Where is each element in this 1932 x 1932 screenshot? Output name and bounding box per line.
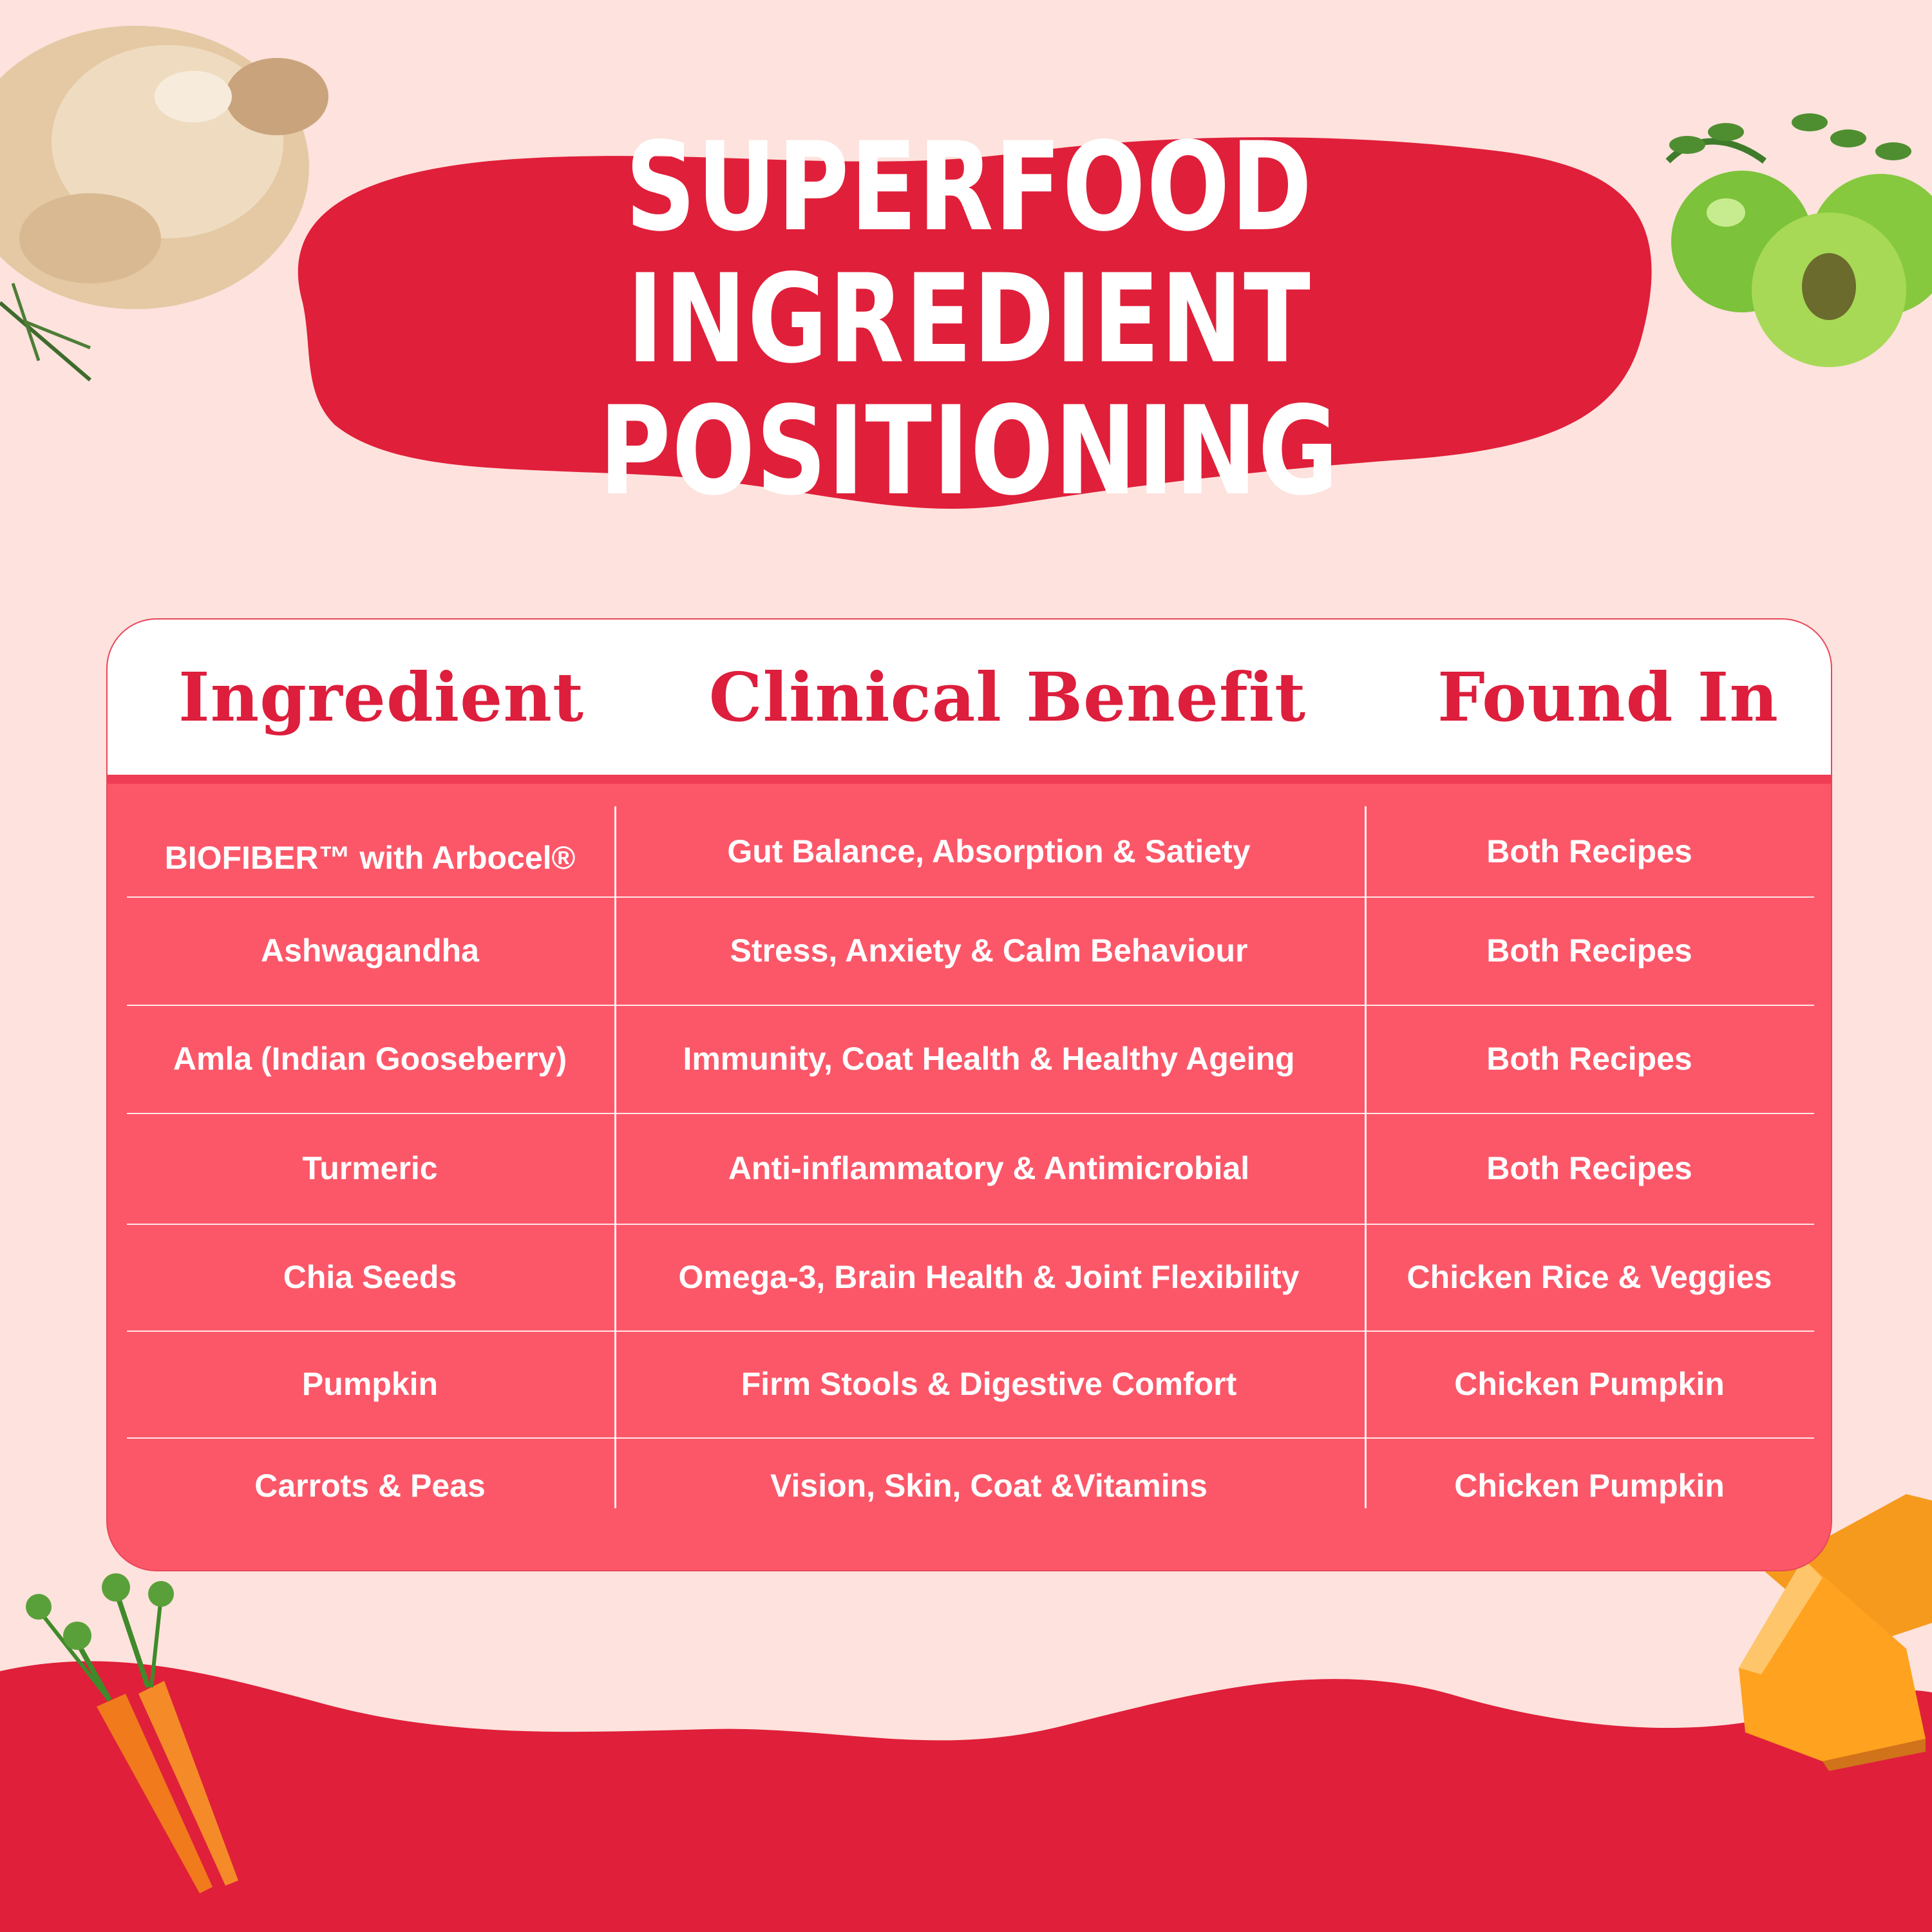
cell-benefit: Firm Stools & Digestive Comfort	[741, 1366, 1237, 1402]
cell-found-in: Chicken Pumpkin	[1454, 1468, 1725, 1504]
pumpkin-image	[1739, 1494, 1932, 1771]
table-body: BIOFIBER™ with Arbocel® Gut Balance, Abs…	[127, 806, 1814, 1508]
table-row: Chia Seeds Omega-3, Brain Health & Joint…	[127, 1224, 1814, 1332]
cell-ingredient: Pumpkin	[301, 1366, 439, 1402]
column-divider	[614, 806, 616, 1508]
cell-ingredient: Carrots & Peas	[254, 1468, 486, 1504]
column-divider	[1365, 806, 1367, 1508]
cell-found-in: Both Recipes	[1486, 1041, 1692, 1077]
column-header-clinical-benefit: Clinical Benefit	[708, 658, 1307, 737]
roast-chicken-image	[0, 26, 328, 382]
cell-found-in: Both Recipes	[1486, 1150, 1692, 1186]
cell-benefit: Immunity, Coat Health & Healthy Ageing	[683, 1041, 1295, 1077]
title-line-2: POSITIONING	[599, 379, 1340, 522]
cell-benefit: Vision, Skin, Coat &Vitamins	[770, 1468, 1208, 1504]
cell-benefit: Anti-inflammatory & Antimicrobial	[728, 1150, 1250, 1186]
table-row: Amla (Indian Gooseberry) Immunity, Coat …	[127, 1005, 1814, 1114]
cell-ingredient: Ashwagandha	[261, 933, 479, 969]
table-row: Carrots & Peas Vision, Skin, Coat &Vitam…	[127, 1437, 1814, 1534]
cell-benefit: Gut Balance, Absorption & Satiety	[727, 833, 1251, 869]
cell-found-in: Chicken Rice & Veggies	[1406, 1259, 1772, 1295]
column-header-found-in: Found In	[1437, 658, 1779, 737]
page-title: SUPERFOOD INGREDIENT POSITIONING	[421, 121, 1518, 517]
carrot-image	[26, 1573, 238, 1893]
table-row: Pumpkin Firm Stools & Digestive Comfort …	[127, 1331, 1814, 1439]
column-header-ingredient: Ingredient	[178, 658, 584, 737]
bottom-wave	[0, 1661, 1932, 1932]
cell-found-in: Chicken Pumpkin	[1454, 1366, 1725, 1402]
cell-benefit: Stress, Anxiety & Calm Behaviour	[730, 933, 1248, 969]
cell-ingredient: Amla (Indian Gooseberry)	[173, 1041, 567, 1077]
table-row: Turmeric Anti-inflammatory & Antimicrobi…	[127, 1113, 1814, 1225]
cell-benefit: Omega-3, Brain Health & Joint Flexibilit…	[678, 1259, 1300, 1295]
title-line-1: SUPERFOOD INGREDIENT	[625, 115, 1313, 390]
cell-found-in: Both Recipes	[1486, 833, 1692, 869]
cell-ingredient: BIOFIBER™ with Arbocel®	[164, 840, 576, 876]
title-banner: SUPERFOOD INGREDIENT POSITIONING	[283, 121, 1655, 522]
table-row: BIOFIBER™ with Arbocel® Gut Balance, Abs…	[127, 806, 1814, 898]
amla-gooseberry-image	[1665, 113, 1932, 367]
cell-ingredient: Chia Seeds	[283, 1259, 457, 1295]
cell-found-in: Both Recipes	[1486, 933, 1692, 969]
table-header: Ingredient Clinical Benefit Found In	[108, 620, 1831, 784]
ingredient-table: Ingredient Clinical Benefit Found In BIO…	[106, 618, 1832, 1571]
title-blob	[298, 137, 1652, 509]
cell-ingredient: Turmeric	[302, 1150, 438, 1186]
table-row: Ashwagandha Stress, Anxiety & Calm Behav…	[127, 896, 1814, 1006]
